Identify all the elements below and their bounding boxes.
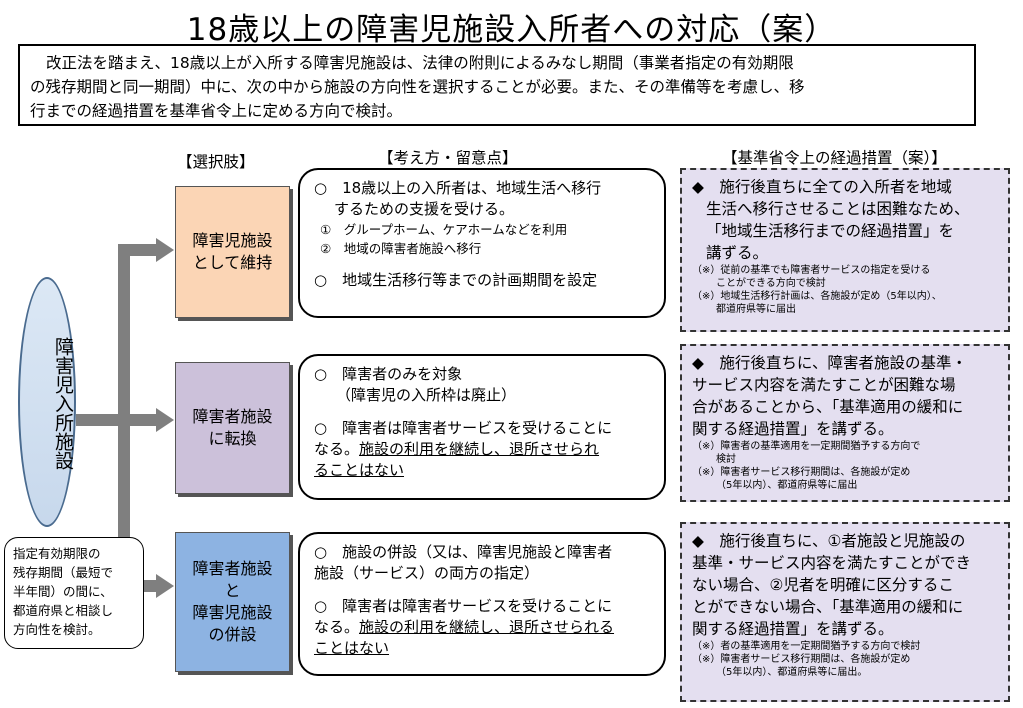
choice-label: の併設 [208,625,257,644]
intro-line: 行までの経過措置を基準省令上に定める方向で検討。 [30,102,403,120]
intro-box: 改正法を踏まえ、18歳以上が入所する障害児施設は、法律の附則によるみなし期間（事… [18,44,976,126]
choice-label: と [224,581,241,600]
oval-label: 障害児入所施設 [52,336,74,470]
measure-text: 「地域生活移行までの経過措置」を [706,222,955,240]
connector-oval [76,414,130,426]
measure-text: ない場合、②児者を明確に区分するこ [692,576,954,594]
choice-label: として維持 [192,253,273,272]
measure-note: 検討 [716,454,736,465]
point-text-underlined: 施設の利用を継続し、退所させられ [359,440,600,458]
point-text: （障害児の入所枠は廃止） [336,386,517,404]
point-text: ○ 障害者は障害者サービスを受けることに [314,597,613,615]
choice-label: 障害者施設 [192,559,273,578]
measure-note: （※）地域生活移行計画は、各施設が定め（5年以内）、 [692,291,942,302]
measure-text: とができない場合、「基準適用の緩和に [692,598,964,616]
measure-note: （※）障害者の基準適用を一定期間猶予する方向で [692,441,921,452]
point-sub: ① グループホーム、ケアホームなどを利用 [320,222,568,237]
header-measures: 【基準省令上の経過措置（案）】 [722,149,947,167]
measure-text: ◆ 施行後直ちに、①者施設と児施設の [692,532,966,550]
measure-note: （5年以内）、都道府県等に届出。 [716,667,868,678]
point-text: ○ 施設の併設（又は、障害児施設と障害者 [314,543,613,561]
measure-text: 合があることから、「基準適用の緩和に [692,398,964,416]
intro-line: の残存期間と同一期間）中に、次の中から施設の方向性を選択することが必要。また、そ… [30,78,805,96]
measure-note: 都道府県等に届出 [716,304,796,315]
measure-text: 講ずる。 [706,244,769,262]
measure-text: 関する経過措置」を講ずる。 [692,420,894,438]
choice-label: 障害者施設 [192,407,273,426]
facility-oval [18,277,76,527]
point-text: ○ 障害者は障害者サービスを受けることに [314,419,613,437]
measure-box-row3: ◆ 施行後直ちに、①者施設と児施設の 基準・サービス内容を満たすことができ ない… [680,522,1010,702]
choice-label: 障害児施設 [192,231,273,250]
point-sub: ② 地域の障害者施設へ移行 [320,241,482,256]
measure-text: 生活へ移行させることは困難なため、 [706,200,970,218]
side-note-line: 指定有効期限の [13,546,101,561]
measure-box-row1: ◆ 施行後直ちに全ての入所者を地域 生活へ移行させることは困難なため、 「地域生… [680,168,1010,332]
choice-maintain-child-facility: 障害児施設 として維持 [175,186,290,318]
point-text-underlined: ことはない [314,639,390,657]
measure-note: （5年以内）、都道府県等に届出 [716,480,858,491]
measure-text: サービス内容を満たすことが困難な場 [692,376,956,394]
header-points: 【考え方・留意点】 [378,149,518,167]
point-text: するための支援を受ける。 [334,200,515,218]
header-choices: 【選択肢】 [177,153,255,171]
choice-label: 障害児施設 [192,603,273,622]
arrow-right-icon [156,238,174,262]
point-box-row3: ○ 施設の併設（又は、障害児施設と障害者 施設（サービス）の両方の指定） ○ 障… [298,532,666,676]
point-text: ○ 18歳以上の入所者は、地域生活へ移行 [314,179,602,197]
measure-note: ことができる方向で検討 [716,278,826,289]
point-text: ○ 地域生活移行等までの計画期間を設定 [314,271,598,289]
measure-text: ◆ 施行後直ちに、障害者施設の基準・ [692,354,967,372]
point-text: なる。 [314,440,360,458]
point-text: 施設（サービス）の両方の指定） [314,564,540,582]
measure-note: （※）者の基準適用を一定期間猶予する方向で検討 [692,641,921,652]
measure-note: （※）障害者サービス移行期間は、各施設が定め [692,654,911,665]
side-note: 指定有効期限の 残存期間（最短で 半年間）の間に、 都道府県と相談し 方向性を検… [4,537,144,649]
measure-text: 基準・サービス内容を満たすことができ [692,554,972,572]
arrow-right-icon [156,574,174,598]
measure-note: （※）従前の基準でも障害者サービスの指定を受ける [692,265,931,276]
side-note-line: 方向性を検討。 [13,622,101,637]
measure-box-row2: ◆ 施行後直ちに、障害者施設の基準・ サービス内容を満たすことが困難な場 合があ… [680,344,1010,502]
measure-text: 関する経過措置」を講ずる。 [692,620,894,638]
point-text-underlined: 施設の利用を継続し、退所させられる [359,618,615,636]
measure-note: （※）障害者サービス移行期間は、各施設が定め [692,467,911,478]
point-box-row1: ○ 18歳以上の入所者は、地域生活へ移行 するための支援を受ける。 ① グループ… [298,168,666,318]
side-note-line: 残存期間（最短で [13,565,114,580]
choice-label: に転換 [208,429,257,448]
choice-convert-adult-facility: 障害者施設 に転換 [175,362,290,494]
point-text-underlined: ることはない [314,461,405,479]
arrow-right-icon [156,408,174,432]
page-title: 18歳以上の障害児施設入所者への対応（案） [186,12,837,48]
side-note-line: 都道府県と相談し [13,603,114,618]
point-box-row2: ○ 障害者のみを対象 （障害児の入所枠は廃止） ○ 障害者は障害者サービスを受け… [298,354,666,500]
connector-row1 [118,244,160,256]
connector-row2 [118,414,160,426]
point-text: なる。 [314,618,360,636]
intro-line: 改正法を踏まえ、18歳以上が入所する障害児施設は、法律の附則によるみなし期間（事… [46,54,794,72]
choice-combined-facility: 障害者施設 と 障害児施設 の併設 [175,532,290,672]
side-note-line: 半年間）の間に、 [13,584,113,599]
measure-text: ◆ 施行後直ちに全ての入所者を地域 [692,178,952,196]
point-text: ○ 障害者のみを対象 [314,365,463,383]
